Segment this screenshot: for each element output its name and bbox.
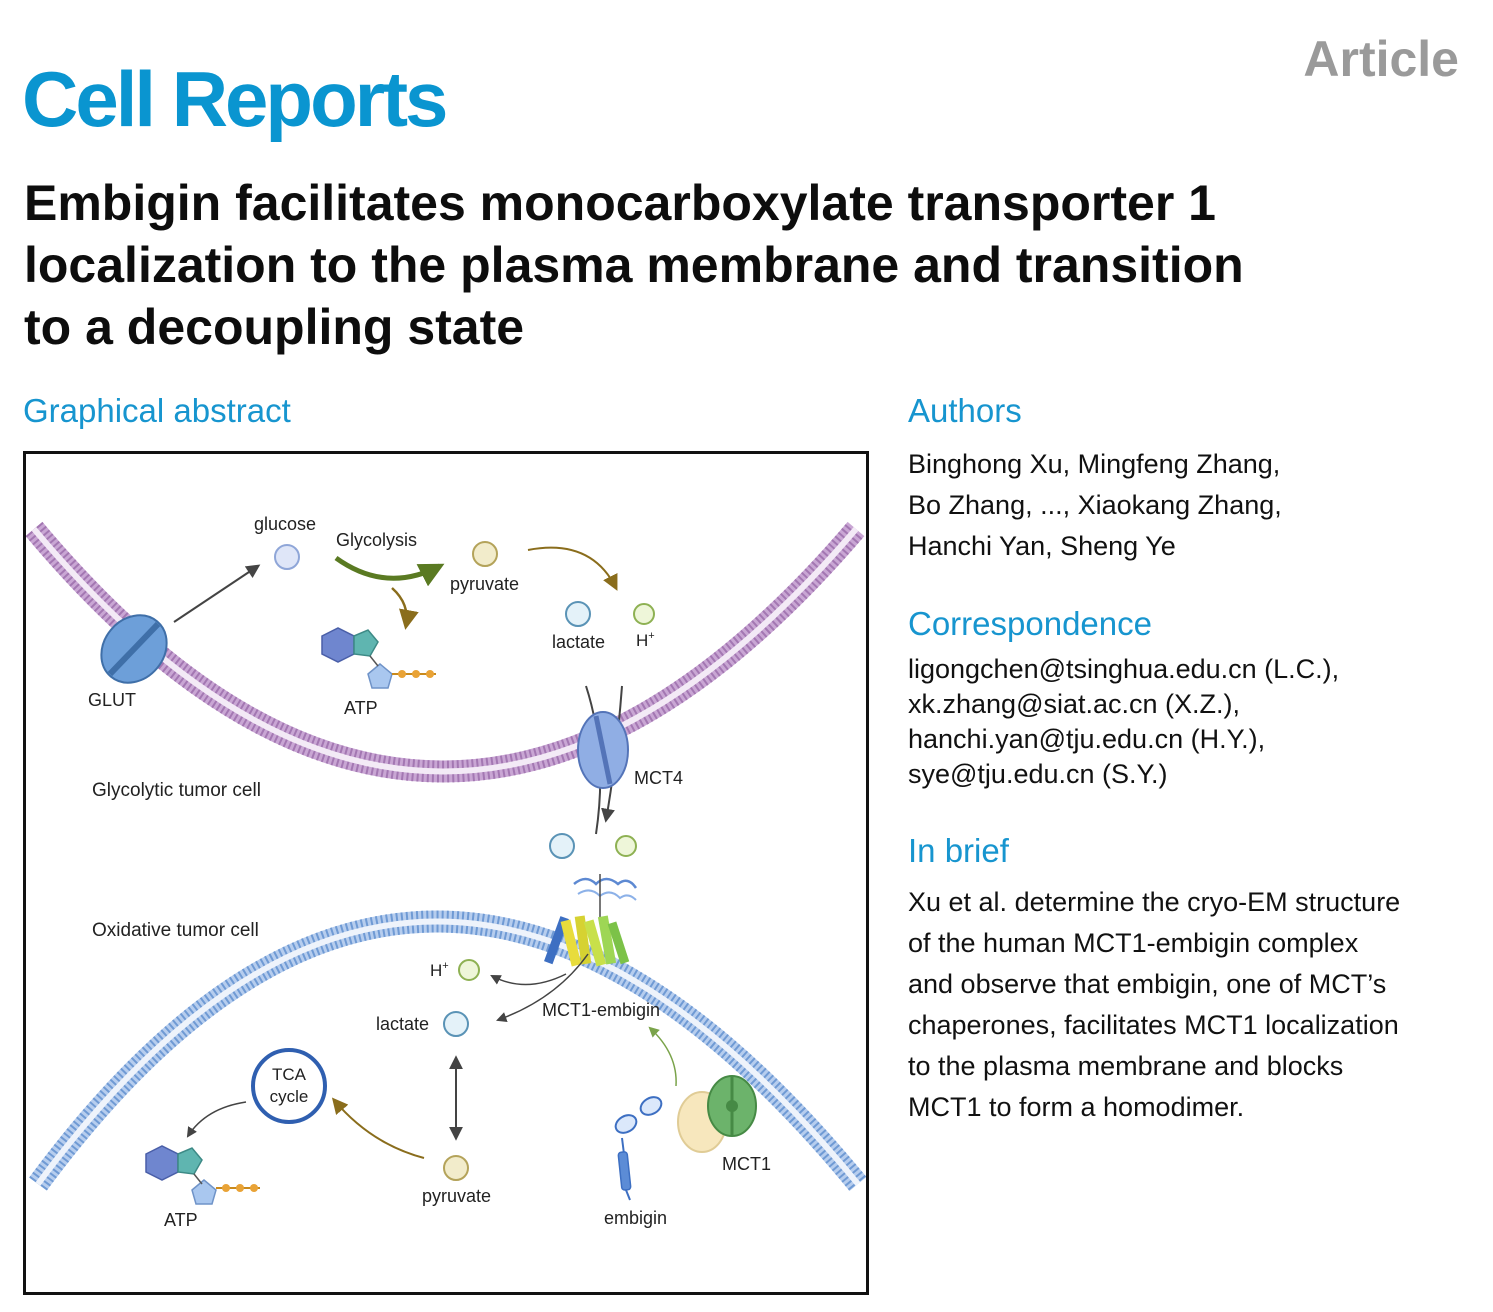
- oxidative-cell-membrane: [29, 910, 866, 1191]
- in-brief-line: chaperones, facilitates MCT1 localizatio…: [908, 1010, 1399, 1040]
- article-type-label: Article: [1303, 31, 1459, 87]
- lactate-label-top: lactate: [552, 632, 605, 652]
- authors-heading: Authors: [908, 392, 1022, 429]
- in-brief-line: of the human MCT1-embigin complex: [908, 928, 1359, 958]
- tca-label-line1: TCA: [272, 1065, 307, 1084]
- author-line: Binghong Xu, Mingfeng Zhang,: [908, 449, 1281, 479]
- in-brief-heading: In brief: [908, 832, 1009, 869]
- mct1-embigin-complex-structure: [544, 874, 638, 967]
- proton-molecule-bottom: [458, 959, 480, 981]
- tca-label-line2: cycle: [270, 1087, 309, 1106]
- glut-transporter: [100, 614, 168, 684]
- paper-title: Embigin facilitates monocarboxylate tran…: [24, 172, 1464, 358]
- title-line: Embigin facilitates monocarboxylate tran…: [24, 175, 1216, 231]
- oxidative-cell-label: Oxidative tumor cell: [92, 920, 259, 941]
- tca-to-atp-arrow: [186, 1101, 247, 1138]
- correspondence-email[interactable]: sye@tju.edu.cn (S.Y.): [908, 759, 1168, 789]
- lactate-molecule-extracellular: [549, 833, 575, 859]
- correspondence-list: ligongchen@tsinghua.edu.cn (L.C.), xk.zh…: [908, 652, 1468, 792]
- glycolysis-arrow: [334, 555, 445, 587]
- lactate-label-bottom: lactate: [376, 1014, 429, 1034]
- glucose-label: glucose: [254, 514, 316, 534]
- proton-label-top: H+: [636, 630, 655, 650]
- proton-label-bottom: H+: [430, 960, 449, 980]
- in-brief-text: Xu et al. determine the cryo-EM structur…: [908, 882, 1468, 1128]
- pyruvate-molecule-bottom: [443, 1155, 469, 1181]
- title-line: to a decoupling state: [24, 299, 525, 355]
- correspondence-email[interactable]: hanchi.yan@tju.edu.cn (H.Y.),: [908, 724, 1266, 754]
- embigin-label: embigin: [604, 1208, 667, 1228]
- mct1-embigin-label: MCT1-embigin: [542, 1000, 660, 1020]
- pyruvate-label-bottom: pyruvate: [422, 1186, 491, 1206]
- in-brief-line: Xu et al. determine the cryo-EM structur…: [908, 887, 1401, 917]
- in-brief-line: MCT1 to form a homodimer.: [908, 1092, 1245, 1122]
- pyruvate-to-lactate-arrow: [527, 546, 618, 591]
- glut-label: GLUT: [88, 690, 136, 710]
- glycolytic-cell-label: Glycolytic tumor cell: [92, 780, 261, 801]
- embigin-protein: [614, 1096, 663, 1201]
- correspondence-email[interactable]: xk.zhang@siat.ac.cn (X.Z.),: [908, 689, 1241, 719]
- mct1-label: MCT1: [722, 1154, 771, 1174]
- glucose-uptake-arrow: [173, 564, 261, 623]
- lactate-molecule-bottom: [443, 1011, 469, 1037]
- author-line: Hanchi Yan, Sheng Ye: [908, 531, 1176, 561]
- proton-molecule-extracellular: [615, 835, 637, 857]
- correspondence-heading: Correspondence: [908, 605, 1152, 642]
- pyruvate-molecule-top: [472, 541, 498, 567]
- graphical-abstract-heading: Graphical abstract: [23, 392, 291, 429]
- title-line: localization to the plasma membrane and …: [24, 237, 1244, 293]
- in-brief-line: and observe that embigin, one of MCT’s: [908, 969, 1387, 999]
- mct4-label: MCT4: [634, 768, 683, 788]
- mct4-transporter: [577, 711, 629, 789]
- author-line: Bo Zhang, ..., Xiaokang Zhang,: [908, 490, 1282, 520]
- correspondence-email[interactable]: ligongchen@tsinghua.edu.cn (L.C.),: [908, 654, 1340, 684]
- glycolysis-label: Glycolysis: [336, 530, 417, 550]
- glucose-molecule: [274, 544, 300, 570]
- atp-molecule-bottom: [145, 1145, 260, 1205]
- lactate-molecule-top: [565, 601, 591, 627]
- mct1-embigin-assembly-arrow: [648, 1026, 677, 1087]
- atp-production-arrow: [391, 587, 419, 630]
- atp-label-top: ATP: [344, 698, 378, 718]
- author-list: Binghong Xu, Mingfeng Zhang, Bo Zhang, .…: [908, 444, 1468, 567]
- proton-molecule-top: [633, 603, 655, 625]
- mct1-transporter: [677, 1075, 757, 1153]
- pyruvate-to-tca-arrow: [331, 1097, 425, 1159]
- pyruvate-label-top: pyruvate: [450, 574, 519, 594]
- proton-import-arrow: [490, 973, 567, 986]
- tca-cycle: [251, 1048, 327, 1124]
- journal-logo: Cell Reports: [22, 55, 448, 143]
- lactate-import-arrow: [496, 953, 589, 1023]
- graphical-abstract-figure: GLUT glucose Glycolysis ATP pyruvate lac…: [23, 451, 869, 1295]
- atp-label-bottom: ATP: [164, 1210, 198, 1230]
- in-brief-line: to the plasma membrane and blocks: [908, 1051, 1344, 1081]
- atp-molecule-top: [321, 627, 436, 689]
